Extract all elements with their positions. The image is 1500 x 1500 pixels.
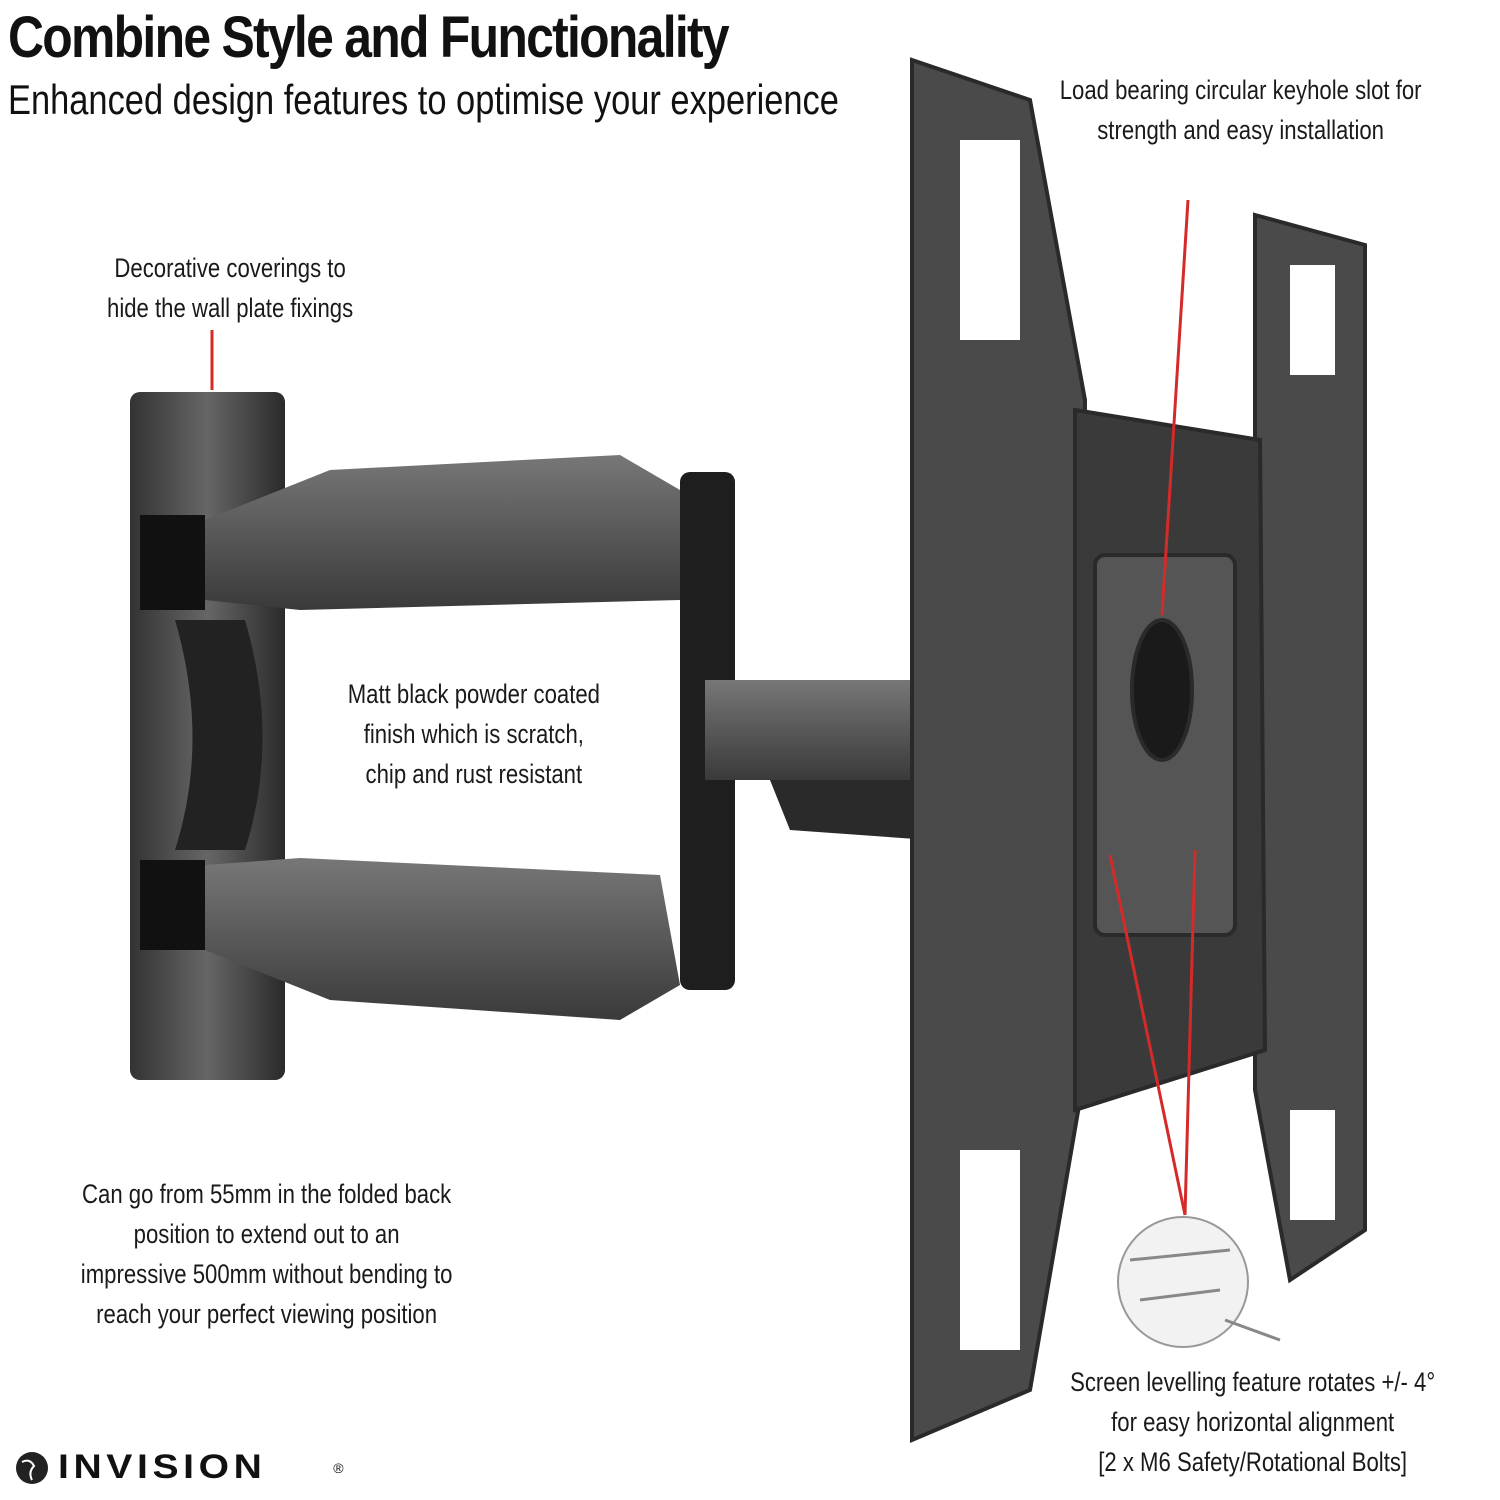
callout-line: position to extend out to an <box>133 1219 400 1249</box>
page-title: Combine Style and Functionality <box>8 5 730 70</box>
tv-plate <box>910 57 1367 1444</box>
callout-line: Load bearing circular keyhole slot for <box>1059 75 1422 105</box>
page-subtitle: Enhanced design features to optimise you… <box>8 76 839 123</box>
pointer-lines <box>210 199 1197 1216</box>
brand-logo: INVISION ® <box>14 1448 344 1487</box>
callout-line: strength and easy installation <box>1097 115 1385 145</box>
registered-mark: ® <box>333 1459 344 1476</box>
wall-plate <box>130 392 285 1080</box>
globe-icon <box>16 1451 48 1484</box>
callout-coverings: Decorative coverings to hide the wall pl… <box>107 248 353 328</box>
callout-levelling: Screen levelling feature rotates +/- 4° … <box>1070 1362 1435 1482</box>
callout-line: Can go from 55mm in the folded back <box>82 1179 452 1209</box>
callout-line: Matt black powder coated <box>347 679 600 709</box>
callout-line: reach your perfect viewing position <box>96 1299 438 1329</box>
callout-line: finish which is scratch, <box>363 719 584 749</box>
callout-line: impressive 500mm without bending to <box>80 1259 453 1289</box>
swing-arms <box>205 455 1020 1020</box>
callout-line: chip and rust resistant <box>365 759 583 789</box>
callout-line: for easy horizontal alignment <box>1111 1407 1395 1437</box>
callout-finish: Matt black powder coated finish which is… <box>348 674 600 794</box>
callout-keyhole: Load bearing circular keyhole slot for s… <box>1060 70 1422 150</box>
callout-line: Decorative coverings to <box>114 253 346 283</box>
callout-line: hide the wall plate fixings <box>107 293 354 323</box>
callout-line: [2 x M6 Safety/Rotational Bolts] <box>1098 1447 1408 1477</box>
callout-extension: Can go from 55mm in the folded back posi… <box>81 1174 453 1334</box>
callout-line: Screen levelling feature rotates +/- 4° <box>1070 1367 1436 1397</box>
brand-name: INVISION <box>58 1448 267 1486</box>
magnifier-inset <box>1117 1216 1281 1348</box>
